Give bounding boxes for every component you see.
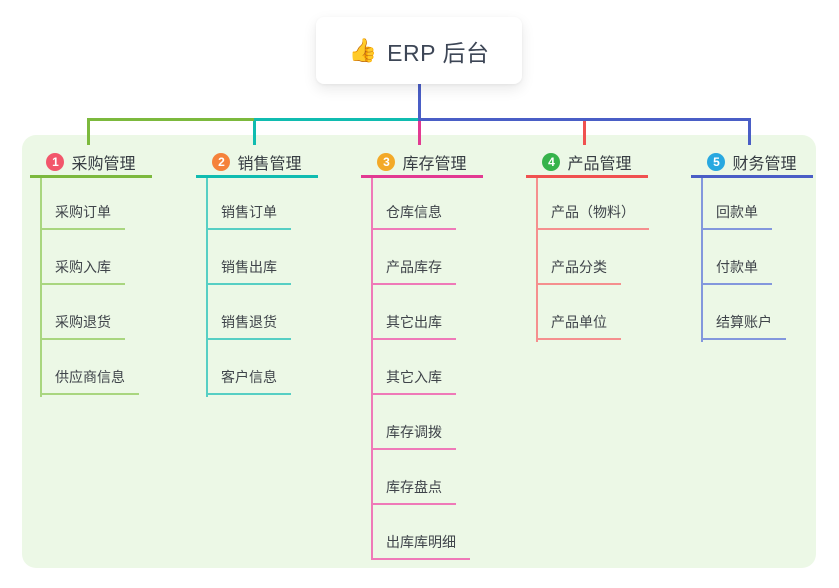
- branch-number-badge: 2: [212, 152, 231, 171]
- branch-underline: [30, 175, 152, 178]
- thumbs-up-icon: 👍: [348, 37, 378, 63]
- child-node-row: 产品（物料）: [526, 178, 696, 233]
- child-node-row: 结算账户: [691, 288, 839, 343]
- branch5-drop-line: [748, 118, 751, 145]
- branch-underline: [361, 175, 483, 178]
- child-node[interactable]: 销售出库: [206, 257, 291, 285]
- child-node-row: 客户信息: [196, 343, 366, 398]
- child-node[interactable]: 产品（物料）: [536, 202, 649, 230]
- child-node-row: 产品单位: [526, 288, 696, 343]
- branch3-drop-line: [418, 118, 421, 145]
- child-node[interactable]: 采购退货: [40, 312, 125, 340]
- child-node-row: 仓库信息: [361, 178, 531, 233]
- branch-number-badge: 4: [542, 152, 561, 171]
- child-node[interactable]: 库存盘点: [371, 477, 456, 505]
- branch-underline: [196, 175, 318, 178]
- trunk-segment-green: [87, 118, 254, 121]
- child-node-row: 库存盘点: [361, 453, 531, 508]
- child-node-row: 库存调拨: [361, 398, 531, 453]
- branch-inventory: 3 库存管理 仓库信息 产品库存 其它出库 其它入库 库存调拨 库存盘点 出库库…: [361, 148, 531, 563]
- child-node[interactable]: 其它入库: [371, 367, 456, 395]
- child-node-row: 采购订单: [30, 178, 200, 233]
- child-node[interactable]: 结算账户: [701, 312, 786, 340]
- branch-purchase: 1 采购管理 采购订单 采购入库 采购退货 供应商信息: [30, 148, 200, 398]
- child-node[interactable]: 销售退货: [206, 312, 291, 340]
- branch-label: 库存管理: [402, 155, 467, 173]
- branch-purchase-header[interactable]: 1 采购管理: [30, 148, 152, 178]
- child-node-row: 付款单: [691, 233, 839, 288]
- branch-number-badge: 5: [707, 152, 726, 171]
- branch-number-badge: 1: [46, 152, 65, 171]
- child-node[interactable]: 仓库信息: [371, 202, 456, 230]
- branch-label: 销售管理: [237, 155, 302, 173]
- child-node[interactable]: 其它出库: [371, 312, 456, 340]
- child-node-row: 出库库明细: [361, 508, 531, 563]
- child-node[interactable]: 客户信息: [206, 367, 291, 395]
- child-node[interactable]: 付款单: [701, 257, 772, 285]
- child-node[interactable]: 采购订单: [40, 202, 125, 230]
- child-node[interactable]: 回款单: [701, 202, 772, 230]
- branch-sales-header[interactable]: 2 销售管理: [196, 148, 318, 178]
- child-node[interactable]: 出库库明细: [371, 532, 470, 560]
- child-node-row: 产品库存: [361, 233, 531, 288]
- branch-product: 4 产品管理 产品（物料） 产品分类 产品单位: [526, 148, 696, 343]
- children-connector-line: [536, 178, 538, 342]
- branch-finance-header[interactable]: 5 财务管理: [691, 148, 813, 178]
- child-node-row: 销售订单: [196, 178, 366, 233]
- branch-underline: [526, 175, 648, 178]
- branch-finance: 5 财务管理 回款单 付款单 结算账户: [691, 148, 839, 343]
- branch2-drop-line: [253, 118, 256, 145]
- child-node[interactable]: 库存调拨: [371, 422, 456, 450]
- child-node[interactable]: 销售订单: [206, 202, 291, 230]
- branch-underline: [691, 175, 813, 178]
- root-connector-line: [418, 84, 421, 121]
- children-connector-line: [206, 178, 208, 397]
- child-node-row: 销售出库: [196, 233, 366, 288]
- child-node-row: 供应商信息: [30, 343, 200, 398]
- root-node[interactable]: 👍 ERP 后台: [316, 17, 522, 84]
- child-node[interactable]: 产品库存: [371, 257, 456, 285]
- trunk-segment-teal: [254, 118, 419, 121]
- branch1-drop-line: [87, 118, 90, 145]
- child-node-row: 回款单: [691, 178, 839, 233]
- children-connector-line: [701, 178, 703, 342]
- child-node-row: 销售退货: [196, 288, 366, 343]
- children-connector-line: [371, 178, 373, 560]
- branch-label: 采购管理: [71, 155, 136, 173]
- branch-label: 产品管理: [567, 155, 632, 173]
- child-node[interactable]: 产品单位: [536, 312, 621, 340]
- branch-product-header[interactable]: 4 产品管理: [526, 148, 648, 178]
- children-connector-line: [40, 178, 42, 397]
- child-node[interactable]: 产品分类: [536, 257, 621, 285]
- child-node[interactable]: 供应商信息: [40, 367, 139, 395]
- child-node[interactable]: 采购入库: [40, 257, 125, 285]
- branch-number-badge: 3: [377, 152, 396, 171]
- root-node-label: ERP 后台: [387, 39, 490, 66]
- trunk-segment-blue: [419, 118, 751, 121]
- background-panel: [22, 135, 816, 568]
- child-node-row: 产品分类: [526, 233, 696, 288]
- branch-sales: 2 销售管理 销售订单 销售出库 销售退货 客户信息: [196, 148, 366, 398]
- child-node-row: 其它出库: [361, 288, 531, 343]
- child-node-row: 采购退货: [30, 288, 200, 343]
- branch-label: 财务管理: [732, 155, 797, 173]
- branch-inventory-header[interactable]: 3 库存管理: [361, 148, 483, 178]
- branch4-drop-line: [583, 118, 586, 145]
- child-node-row: 采购入库: [30, 233, 200, 288]
- child-node-row: 其它入库: [361, 343, 531, 398]
